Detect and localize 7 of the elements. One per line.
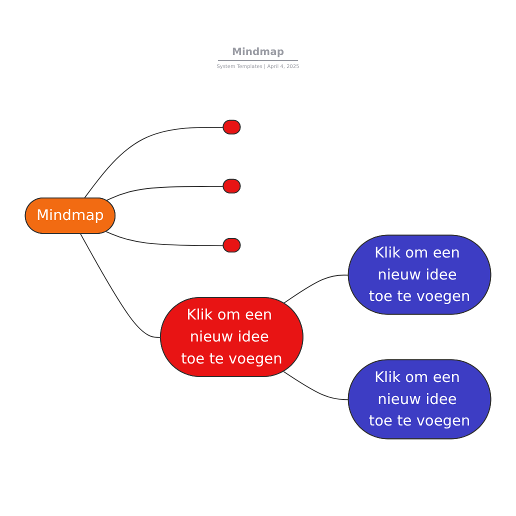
connector (283, 372, 350, 401)
connector (80, 234, 162, 338)
connector (84, 127, 224, 200)
connector (106, 186, 224, 202)
diagram-title: Mindmap (218, 47, 298, 61)
connector (283, 275, 350, 304)
connector (106, 232, 224, 247)
